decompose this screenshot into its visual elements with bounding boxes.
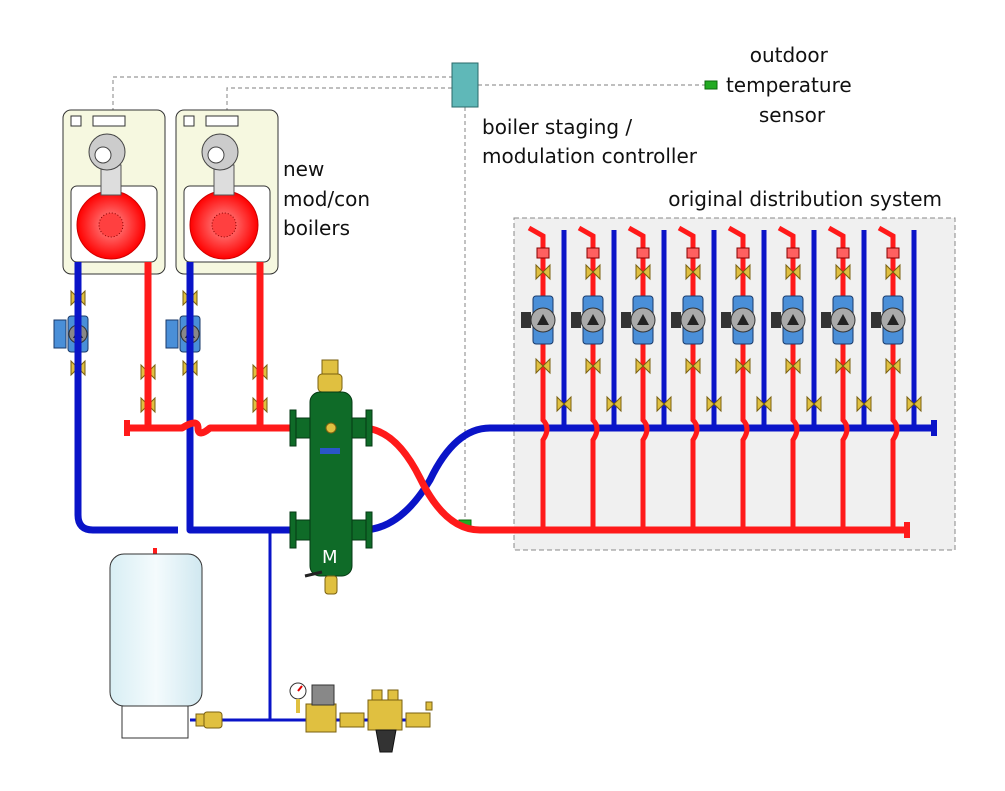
- zone-valve: [685, 357, 701, 375]
- zone-8: [871, 225, 922, 530]
- zone-valve: [635, 263, 651, 281]
- pipe-cap: [124, 420, 130, 436]
- zone-3: [621, 225, 672, 530]
- fill-valve-assembly: [289, 682, 433, 753]
- boilers-label: new mod/con boilers: [283, 157, 376, 240]
- zone-valve: [685, 263, 701, 281]
- main-piping: [74, 262, 932, 534]
- zone-circulator: [721, 295, 756, 345]
- zone-7: [821, 225, 872, 530]
- control-wiring: [112, 76, 705, 520]
- zone-valve: [885, 357, 901, 375]
- zone-return-valve: [906, 395, 922, 413]
- zone-circulator: [871, 295, 906, 345]
- zone-return-valve: [856, 395, 872, 413]
- zone-return-valve: [806, 395, 822, 413]
- zone-valve: [885, 263, 901, 281]
- separator-badge: M: [322, 547, 338, 568]
- zone-return-valve: [556, 395, 572, 413]
- zone-return-valve: [656, 395, 672, 413]
- zone-circulator: [521, 295, 556, 345]
- zone-6: [771, 225, 822, 530]
- boiler-group: [53, 109, 279, 414]
- hydraulic-separator: [289, 359, 373, 595]
- zone-valve: [535, 357, 551, 375]
- zone-circulator: [621, 295, 656, 345]
- zone-group: [521, 225, 922, 530]
- distribution-label: original distribution system: [668, 187, 942, 211]
- boiler-controller: [451, 62, 479, 108]
- controller-label: boiler staging / modulation controller: [482, 115, 698, 168]
- zone-valve: [535, 263, 551, 281]
- zone-circulator: [771, 295, 806, 345]
- boiler-circulator: [53, 315, 89, 353]
- outdoor-sensor: [704, 80, 718, 90]
- expansion-tank: [109, 548, 203, 739]
- zone-1: [521, 225, 572, 530]
- zone-return-valve: [756, 395, 772, 413]
- zone-return-valve: [606, 395, 622, 413]
- zone-valve: [835, 357, 851, 375]
- pipe-cap: [931, 420, 937, 436]
- tank-valve: [195, 711, 223, 729]
- zone-circulator: [821, 295, 856, 345]
- zone-return-valve: [706, 395, 722, 413]
- zone-valve: [735, 263, 751, 281]
- boiler-circulator: [165, 315, 201, 353]
- zone-4: [671, 225, 722, 530]
- zone-2: [571, 225, 622, 530]
- zone-valve: [735, 357, 751, 375]
- zone-valve: [585, 263, 601, 281]
- zone-circulator: [671, 295, 706, 345]
- boiler-1: [53, 109, 166, 414]
- zone-valve: [785, 357, 801, 375]
- pipe-cap: [904, 522, 910, 538]
- zone-valve: [835, 263, 851, 281]
- zone-circulator: [571, 295, 606, 345]
- zone-valve: [585, 357, 601, 375]
- zone-valve: [635, 357, 651, 375]
- zone-5: [721, 225, 772, 530]
- zone-valve: [785, 263, 801, 281]
- outdoor-sensor-label: outdoor temperature sensor: [726, 43, 858, 127]
- boiler-2: [165, 109, 279, 414]
